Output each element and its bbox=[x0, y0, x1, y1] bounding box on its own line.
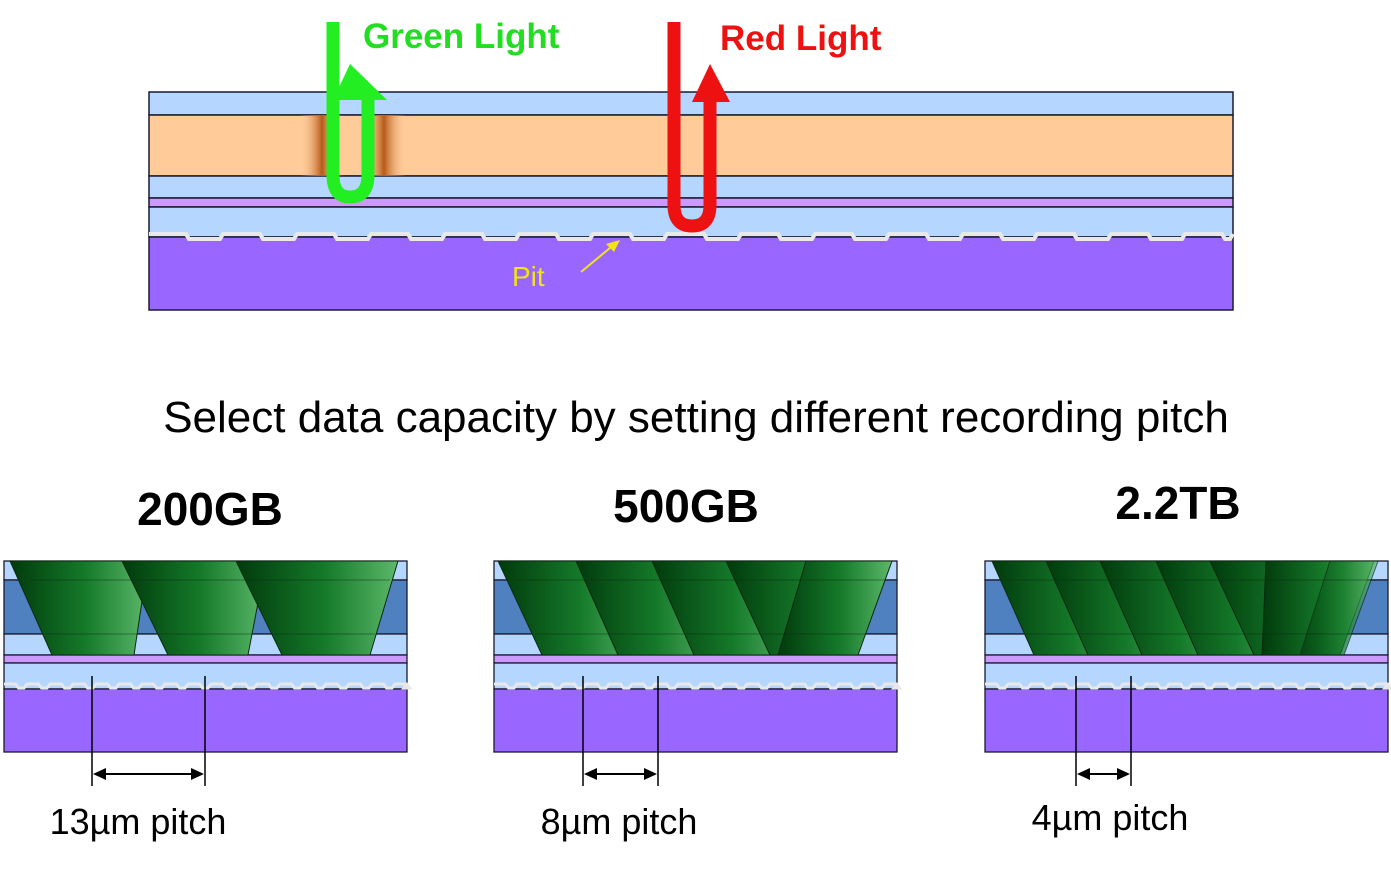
dichroic-layer bbox=[148, 197, 1234, 208]
pit-pointer-arrow-head bbox=[606, 240, 620, 252]
gap-layer bbox=[148, 175, 1234, 199]
green-light-label: Green Light bbox=[363, 17, 560, 56]
pit-track-3 bbox=[985, 682, 1391, 690]
panel-2-pitch: 8µm pitch bbox=[541, 801, 698, 842]
pit-label: Pit bbox=[512, 261, 545, 292]
red-light-path bbox=[667, 22, 730, 233]
green-arrow-head bbox=[333, 64, 387, 100]
pitch-dimension-3 bbox=[1077, 768, 1130, 780]
pit-track-2 bbox=[494, 682, 903, 690]
red-light-label: Red Light bbox=[720, 19, 882, 58]
recording-cones-2 bbox=[497, 560, 893, 656]
panel-1-pitch: 13µm pitch bbox=[50, 801, 227, 842]
recording-cones-3 bbox=[991, 560, 1379, 656]
panel-3-pitch: 4µm pitch bbox=[1032, 797, 1189, 838]
green-light-path bbox=[326, 22, 387, 204]
substrate bbox=[148, 236, 1234, 311]
panel-2-2tb bbox=[984, 560, 1391, 786]
recording-cones-1 bbox=[9, 560, 399, 656]
panel-1-capacity: 200GB bbox=[137, 483, 283, 535]
cover-layer-top bbox=[148, 91, 1234, 116]
pitch-dimension-2 bbox=[584, 768, 657, 780]
pit-track bbox=[149, 232, 1235, 241]
panel-200gb bbox=[3, 560, 413, 786]
red-arrow-head bbox=[692, 64, 730, 102]
pitch-dimension-1 bbox=[93, 768, 204, 780]
disc-cross-section bbox=[148, 91, 1235, 311]
panel-3-capacity: 2.2TB bbox=[1115, 477, 1240, 529]
panel-2-capacity: 500GB bbox=[613, 480, 759, 532]
diagram-caption: Select data capacity by setting differen… bbox=[163, 393, 1229, 442]
pit-track-1 bbox=[4, 682, 413, 690]
panel-500gb bbox=[493, 560, 903, 786]
